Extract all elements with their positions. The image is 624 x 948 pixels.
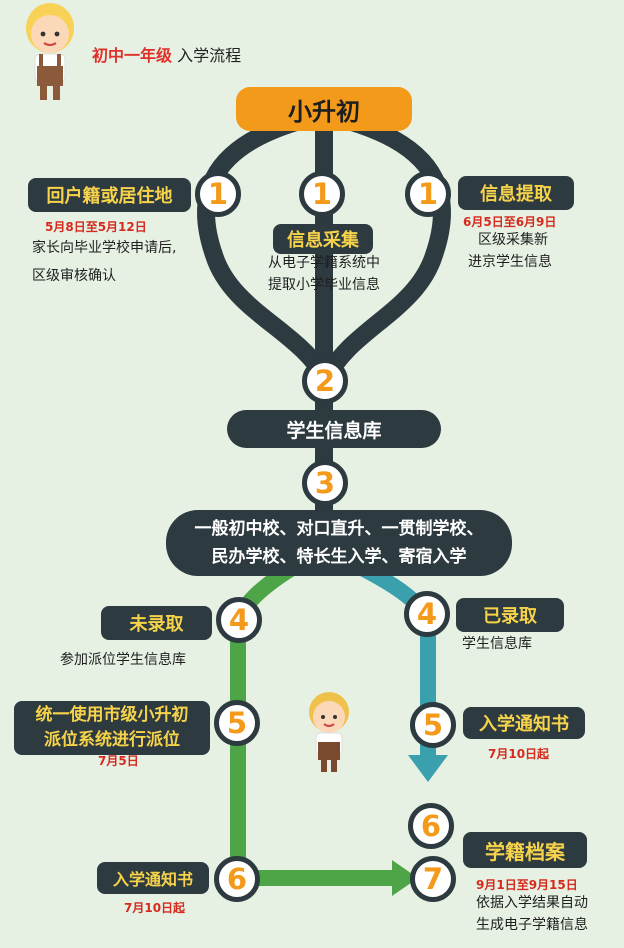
archive-desc-1: 依据入学结果自动 (476, 895, 588, 911)
collect-desc-1: 从电子学籍系统中 (268, 255, 380, 271)
database-label: 学生信息库 (227, 410, 441, 448)
title-grade: 初中一年级 (92, 46, 173, 65)
step-badge-lottery: 5 (214, 700, 260, 746)
archive-desc-2: 生成电子学籍信息 (476, 917, 588, 933)
schools-box: 一般初中校、对口直升、一贯制学校、 民办学校、特长生入学、寄宿入学 (166, 510, 512, 576)
household-desc-1: 家长向毕业学校申请后, (32, 240, 177, 256)
extract-date: 6月5日至6月9日 (463, 215, 557, 229)
notice-right-label: 入学通知书 (463, 707, 585, 739)
child-character-icon (309, 692, 349, 772)
schools-line-2: 民办学校、特长生入学、寄宿入学 (211, 547, 467, 567)
notice-left-date: 7月10日起 (124, 901, 186, 915)
step-badge-not-admitted: 4 (216, 597, 262, 643)
step-badge-notice-left: 6 (214, 856, 260, 902)
archive-date: 9月1日至9月15日 (476, 878, 578, 892)
start-node: 小升初 (236, 87, 412, 131)
lottery-line-2: 派位系统进行派位 (44, 730, 180, 750)
household-label: 回户籍或居住地 (28, 178, 191, 212)
lottery-label: 统一使用市级小升初 派位系统进行派位 (14, 701, 210, 755)
household-date: 5月8日至5月12日 (45, 220, 147, 234)
schools-line-1: 一般初中校、对口直升、一贯制学校、 (194, 519, 484, 539)
step-badge-extract: 1 (405, 171, 451, 217)
page-title: 初中一年级 入学流程 (92, 42, 241, 66)
step-badge-merge: 6 (408, 803, 454, 849)
extract-desc-1: 区级采集新 (478, 232, 548, 248)
step-badge-household: 1 (195, 171, 241, 217)
step-badge-notice-right: 5 (410, 702, 456, 748)
notice-left-label: 入学通知书 (97, 862, 209, 894)
archive-label: 学籍档案 (463, 832, 587, 868)
notice-right-date: 7月10日起 (488, 747, 550, 761)
collect-desc-2: 提取小学毕业信息 (268, 277, 380, 293)
collect-label: 信息采集 (273, 224, 373, 254)
not-admitted-desc: 参加派位学生信息库 (60, 652, 186, 668)
lottery-date: 7月5日 (98, 754, 139, 768)
child-character-icon (26, 3, 74, 100)
extract-label: 信息提取 (458, 176, 574, 210)
not-admitted-label: 未录取 (101, 606, 212, 640)
admitted-desc: 学生信息库 (462, 636, 532, 652)
admitted-label: 已录取 (456, 598, 564, 632)
lottery-line-1: 统一使用市级小升初 (35, 705, 189, 725)
step-badge-admitted: 4 (404, 591, 450, 637)
household-desc-2: 区级审核确认 (32, 268, 116, 284)
step-badge-archive: 7 (410, 856, 456, 902)
extract-desc-2: 进京学生信息 (468, 254, 552, 270)
step-badge-schools: 3 (302, 460, 348, 506)
step-badge-collect: 1 (299, 171, 345, 217)
step-badge-database: 2 (302, 358, 348, 404)
title-process: 入学流程 (177, 46, 242, 65)
